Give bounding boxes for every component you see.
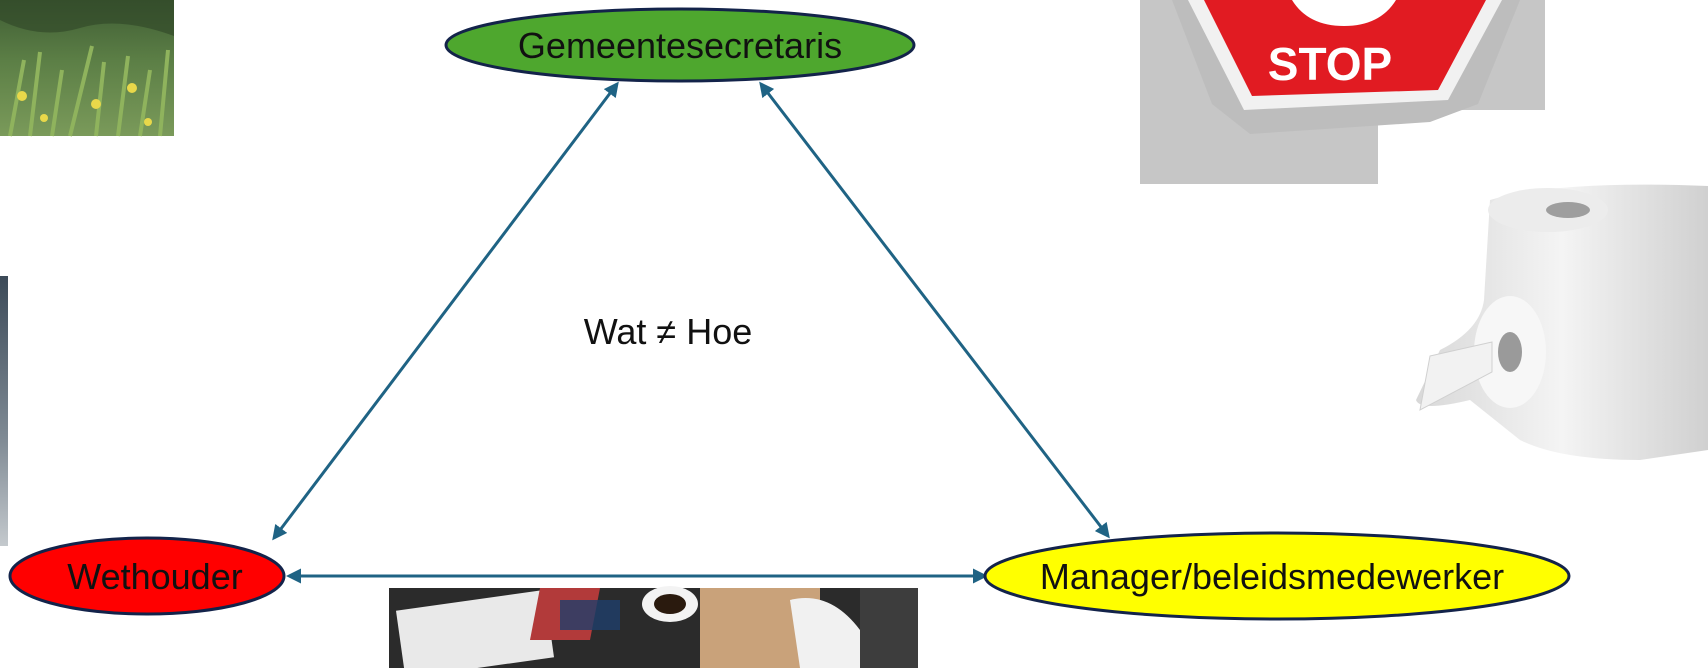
node-wethouder-label: Wethouder — [67, 556, 242, 597]
node-manager-beleidsmedewerker: Manager/beleidsmedewerker — [983, 531, 1571, 621]
image-toilet-paper-rolls — [1416, 184, 1708, 460]
stop-sign-text: STOP — [1268, 38, 1392, 90]
image-desk-coffee — [389, 586, 918, 668]
node-gemeentesecretaris: Gemeentesecretaris — [444, 7, 916, 83]
center-label: Wat ≠ Hoe — [584, 311, 752, 352]
node-gemeentesecretaris-label: Gemeentesecretaris — [518, 25, 842, 66]
image-stop-sign: STOP — [1140, 0, 1545, 184]
node-manager-label: Manager/beleidsmedewerker — [1040, 556, 1504, 597]
image-dark-landscape — [0, 276, 8, 546]
node-wethouder: Wethouder — [8, 536, 286, 616]
edge-top-left — [272, 81, 619, 541]
image-pond-irises — [0, 0, 174, 137]
edge-top-right — [759, 81, 1110, 539]
